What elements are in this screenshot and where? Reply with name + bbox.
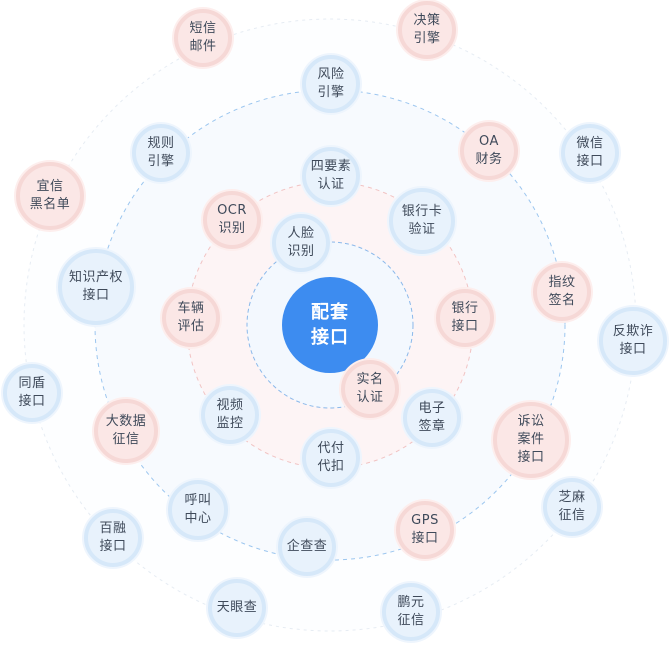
node-label: 指纹 签名 [548, 275, 576, 308]
node-label: OA 财务 [475, 134, 503, 167]
node-label: 宜信 黑名单 [29, 179, 71, 212]
node-tianyancha: 天眼查 [208, 579, 266, 637]
node-video-monitor: 视频 监控 [201, 386, 259, 444]
node-risk-engine: 风险 引擎 [302, 55, 360, 113]
node-ocr: OCR 识别 [203, 191, 261, 249]
node-label: 呼叫 中心 [184, 493, 212, 526]
node-label: 大数据 征信 [105, 414, 147, 447]
node-label: 企查查 [286, 539, 328, 554]
node-pengyuan: 鹏元 征信 [382, 583, 440, 641]
node-label: 电子 签章 [418, 401, 446, 434]
node-qichacha: 企查查 [278, 518, 336, 576]
node-label: 银行卡 验证 [401, 204, 443, 237]
node-sms-mail: 短信 邮件 [174, 9, 232, 67]
node-fingerprint: 指纹 签名 [533, 263, 591, 321]
node-real-name: 实名 认证 [341, 360, 399, 418]
node-label: 视频 监控 [216, 398, 244, 431]
node-anti-fraud: 反欺诈 接口 [599, 307, 667, 375]
node-bank-api: 银行 接口 [436, 289, 494, 347]
node-rule-engine: 规则 引擎 [132, 124, 190, 182]
node-label: 反欺诈 接口 [612, 324, 654, 357]
node-wechat-api: 微信 接口 [561, 124, 619, 182]
node-oa-finance: OA 财务 [460, 122, 518, 180]
node-yixin-blacklist: 宜信 黑名单 [16, 162, 84, 230]
node-label: OCR 识别 [217, 203, 247, 236]
node-label: 人脸 识别 [287, 226, 315, 259]
node-gps: GPS 接口 [396, 501, 454, 559]
node-label: 鹏元 征信 [397, 595, 425, 628]
node-label: 车辆 评估 [177, 301, 205, 334]
node-big-data: 大数据 征信 [94, 399, 158, 463]
node-label: 代付 代扣 [317, 441, 345, 474]
node-label: 实名 认证 [356, 372, 384, 405]
node-label: 四要素 认证 [310, 159, 352, 192]
node-litigation: 诉讼 案件 接口 [493, 402, 569, 478]
node-e-sign: 电子 签章 [403, 389, 461, 447]
node-label: 百融 接口 [99, 521, 127, 554]
core-hub: 配套 接口 [282, 277, 378, 373]
node-label: 天眼查 [216, 600, 258, 615]
node-label: 决策 引擎 [413, 13, 441, 46]
node-decision-engine: 决策 引擎 [398, 1, 456, 59]
node-vehicle: 车辆 评估 [162, 289, 220, 347]
node-label: 风险 引擎 [317, 67, 345, 100]
node-bairong: 百融 接口 [84, 509, 142, 567]
node-label: 诉讼 案件 接口 [517, 414, 545, 465]
node-four-element: 四要素 认证 [302, 147, 360, 205]
node-label: 短信 邮件 [189, 21, 217, 54]
node-label: 同盾 接口 [18, 376, 46, 409]
node-face-recognition: 人脸 识别 [272, 214, 330, 272]
core-hub-label: 配套 接口 [311, 302, 349, 348]
node-tongdun: 同盾 接口 [3, 364, 61, 422]
node-pay-collect: 代付 代扣 [302, 429, 360, 487]
node-label: 知识产权 接口 [68, 270, 123, 303]
node-label: 芝麻 征信 [558, 490, 586, 523]
node-label: 微信 接口 [576, 136, 604, 169]
node-bank-card: 银行卡 验证 [389, 188, 455, 254]
node-call-center: 呼叫 中心 [168, 480, 228, 540]
node-label: GPS 接口 [411, 513, 439, 546]
node-label: 银行 接口 [451, 301, 479, 334]
node-sesame: 芝麻 征信 [543, 478, 601, 536]
node-label: 规则 引擎 [147, 136, 175, 169]
node-ip-api: 知识产权 接口 [58, 249, 134, 325]
